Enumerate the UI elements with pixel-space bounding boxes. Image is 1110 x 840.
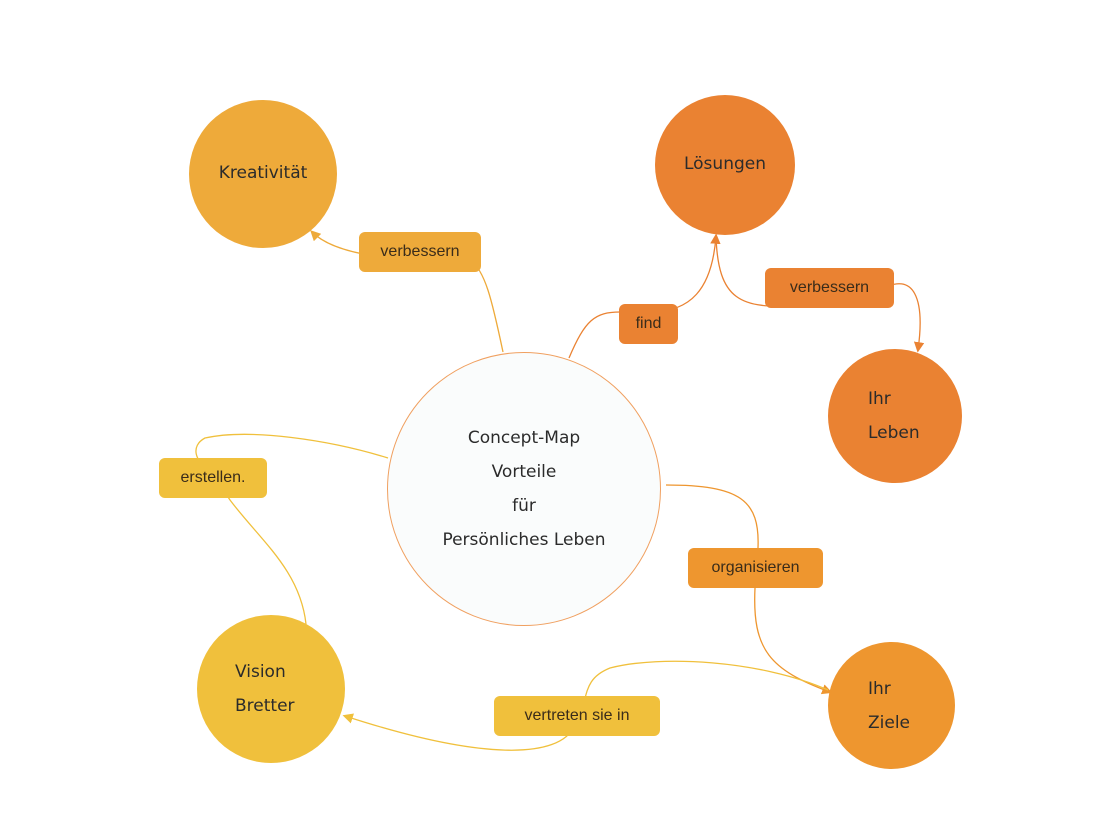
node-kreativitaet[interactable]: Kreativität [189, 100, 337, 248]
edge-label-verbessern-1[interactable]: verbessern [359, 232, 481, 272]
node-ihr-ziele[interactable]: Ihr Ziele [828, 642, 955, 769]
node-ihr-leben[interactable]: Ihr Leben [828, 349, 962, 483]
center-line-1: Concept-Map [467, 428, 581, 448]
edge-label-verbessern-2[interactable]: verbessern [765, 268, 894, 308]
node-ihr-ziele-line-2: Ziele [868, 712, 911, 733]
node-vision-line-2: Bretter [235, 696, 295, 716]
connector-vertreten [342, 660, 829, 751]
node-loesungen[interactable]: Lösungen [655, 95, 795, 235]
edge-label-organisieren[interactable]: organisieren [688, 548, 823, 588]
center-node[interactable]: Concept-Map Vorteile für Persönliches Le… [387, 352, 661, 626]
node-ihr-leben-line-2: Leben [868, 423, 920, 443]
center-line-4: Persönliches Leben [442, 530, 606, 550]
node-ihr-ziele-line-1: Ihr [868, 678, 891, 699]
edge-label-vertreten[interactable]: vertreten sie in [494, 696, 660, 736]
node-loesungen-label: Lösungen [683, 154, 766, 175]
node-kreativitaet-label: Kreativität [218, 163, 308, 184]
edge-label-find[interactable]: find [619, 304, 678, 344]
connector-vision [195, 433, 389, 625]
node-vision-line-1: Vision [235, 662, 286, 682]
center-line-3: für [512, 496, 536, 516]
edge-label-erstellen[interactable]: erstellen. [159, 458, 267, 498]
node-vision[interactable]: Vision Bretter [197, 615, 345, 763]
node-ihr-leben-line-1: Ihr [868, 389, 891, 409]
center-line-2: Vorteile [491, 462, 557, 482]
